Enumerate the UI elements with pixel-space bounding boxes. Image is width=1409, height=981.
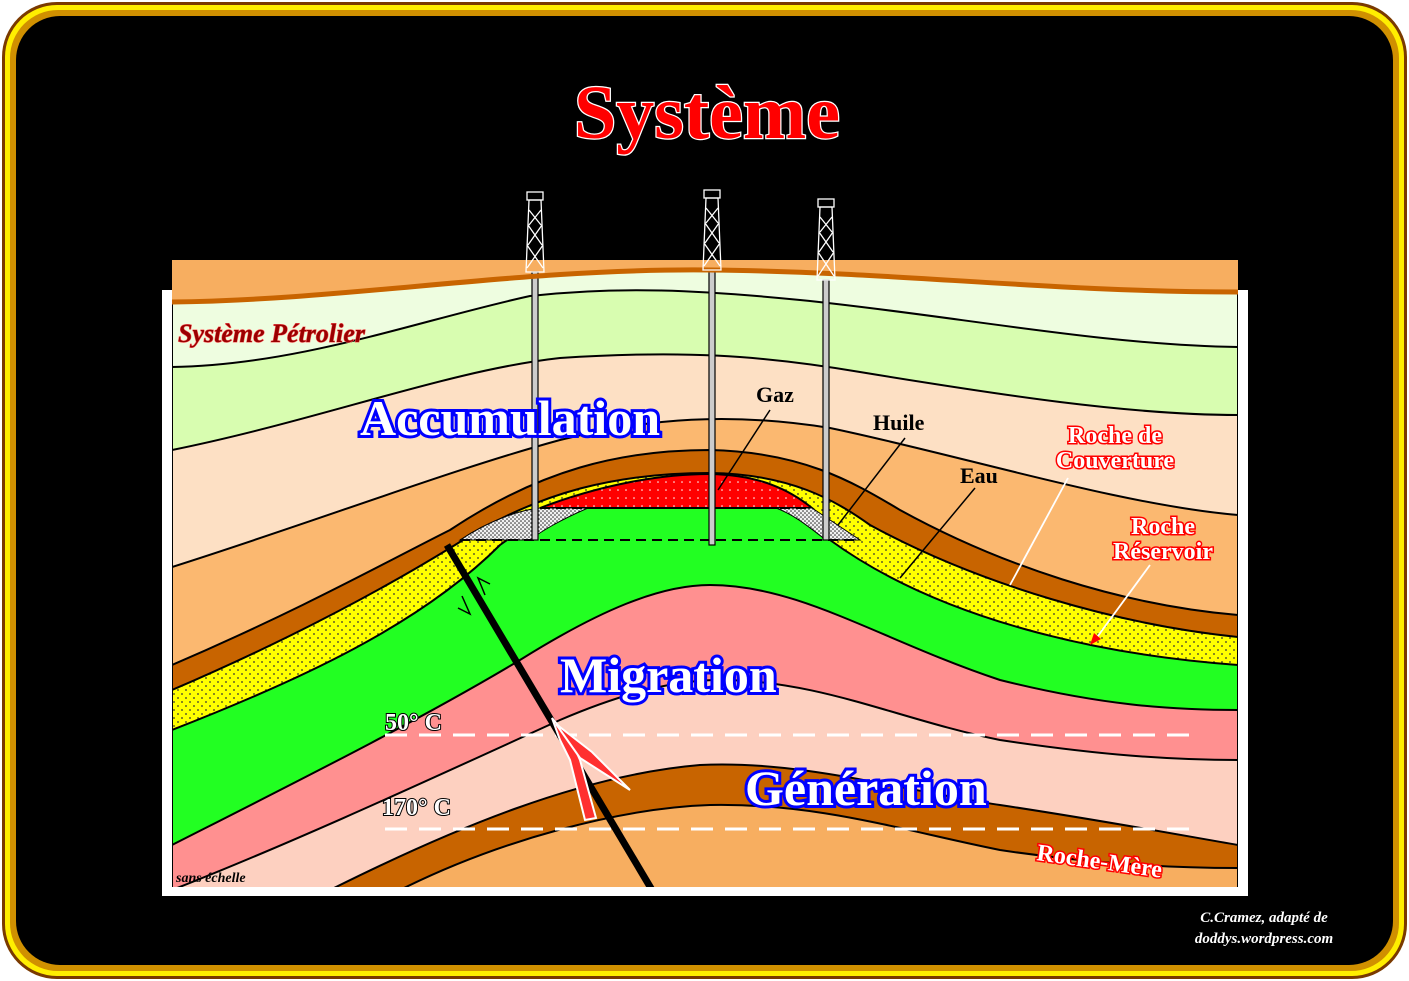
fault-line xyxy=(443,543,655,887)
derrick-icon-center xyxy=(702,189,722,271)
label-cap-rock-1: Roche de xyxy=(1068,423,1162,449)
scale-note: sans échelle xyxy=(175,871,246,886)
water-pointer xyxy=(899,487,976,579)
label-cap-rock-2: Couverture xyxy=(1056,448,1175,474)
label-reservoir-1: Roche xyxy=(1131,514,1195,540)
label-water: Eau xyxy=(960,463,998,488)
credit-line-2: doddys.wordpress.com xyxy=(1195,931,1333,947)
fault-arrow-up xyxy=(476,576,491,596)
label-migration: Migration xyxy=(560,647,777,703)
derrick-icon-right xyxy=(816,198,836,281)
migration-arrow-2 xyxy=(555,723,631,791)
title: Système xyxy=(574,71,840,155)
gas-pointer xyxy=(717,409,771,491)
label-oil: Huile xyxy=(873,410,925,435)
fault-arrow-down xyxy=(457,595,472,616)
label-isotherm-50: 50° C xyxy=(385,710,442,736)
label-isotherm-170: 170° C xyxy=(382,795,451,821)
label-generation: Génération xyxy=(745,760,987,816)
oil-pointer xyxy=(837,437,906,526)
label-reservoir-2: Réservoir xyxy=(1113,539,1213,565)
label-accumulation: Accumulation xyxy=(360,390,660,446)
derrick-icon-left xyxy=(525,191,545,273)
subtitle: Système Pétrolier xyxy=(178,319,366,348)
label-gas: Gaz xyxy=(756,382,794,407)
well-center xyxy=(708,269,716,546)
reservoir-pointer xyxy=(1094,564,1151,641)
cap-rock-pointer xyxy=(1009,477,1069,586)
credit-line-1: C.Cramez, adapté de xyxy=(1200,910,1328,926)
well-right xyxy=(822,279,830,541)
